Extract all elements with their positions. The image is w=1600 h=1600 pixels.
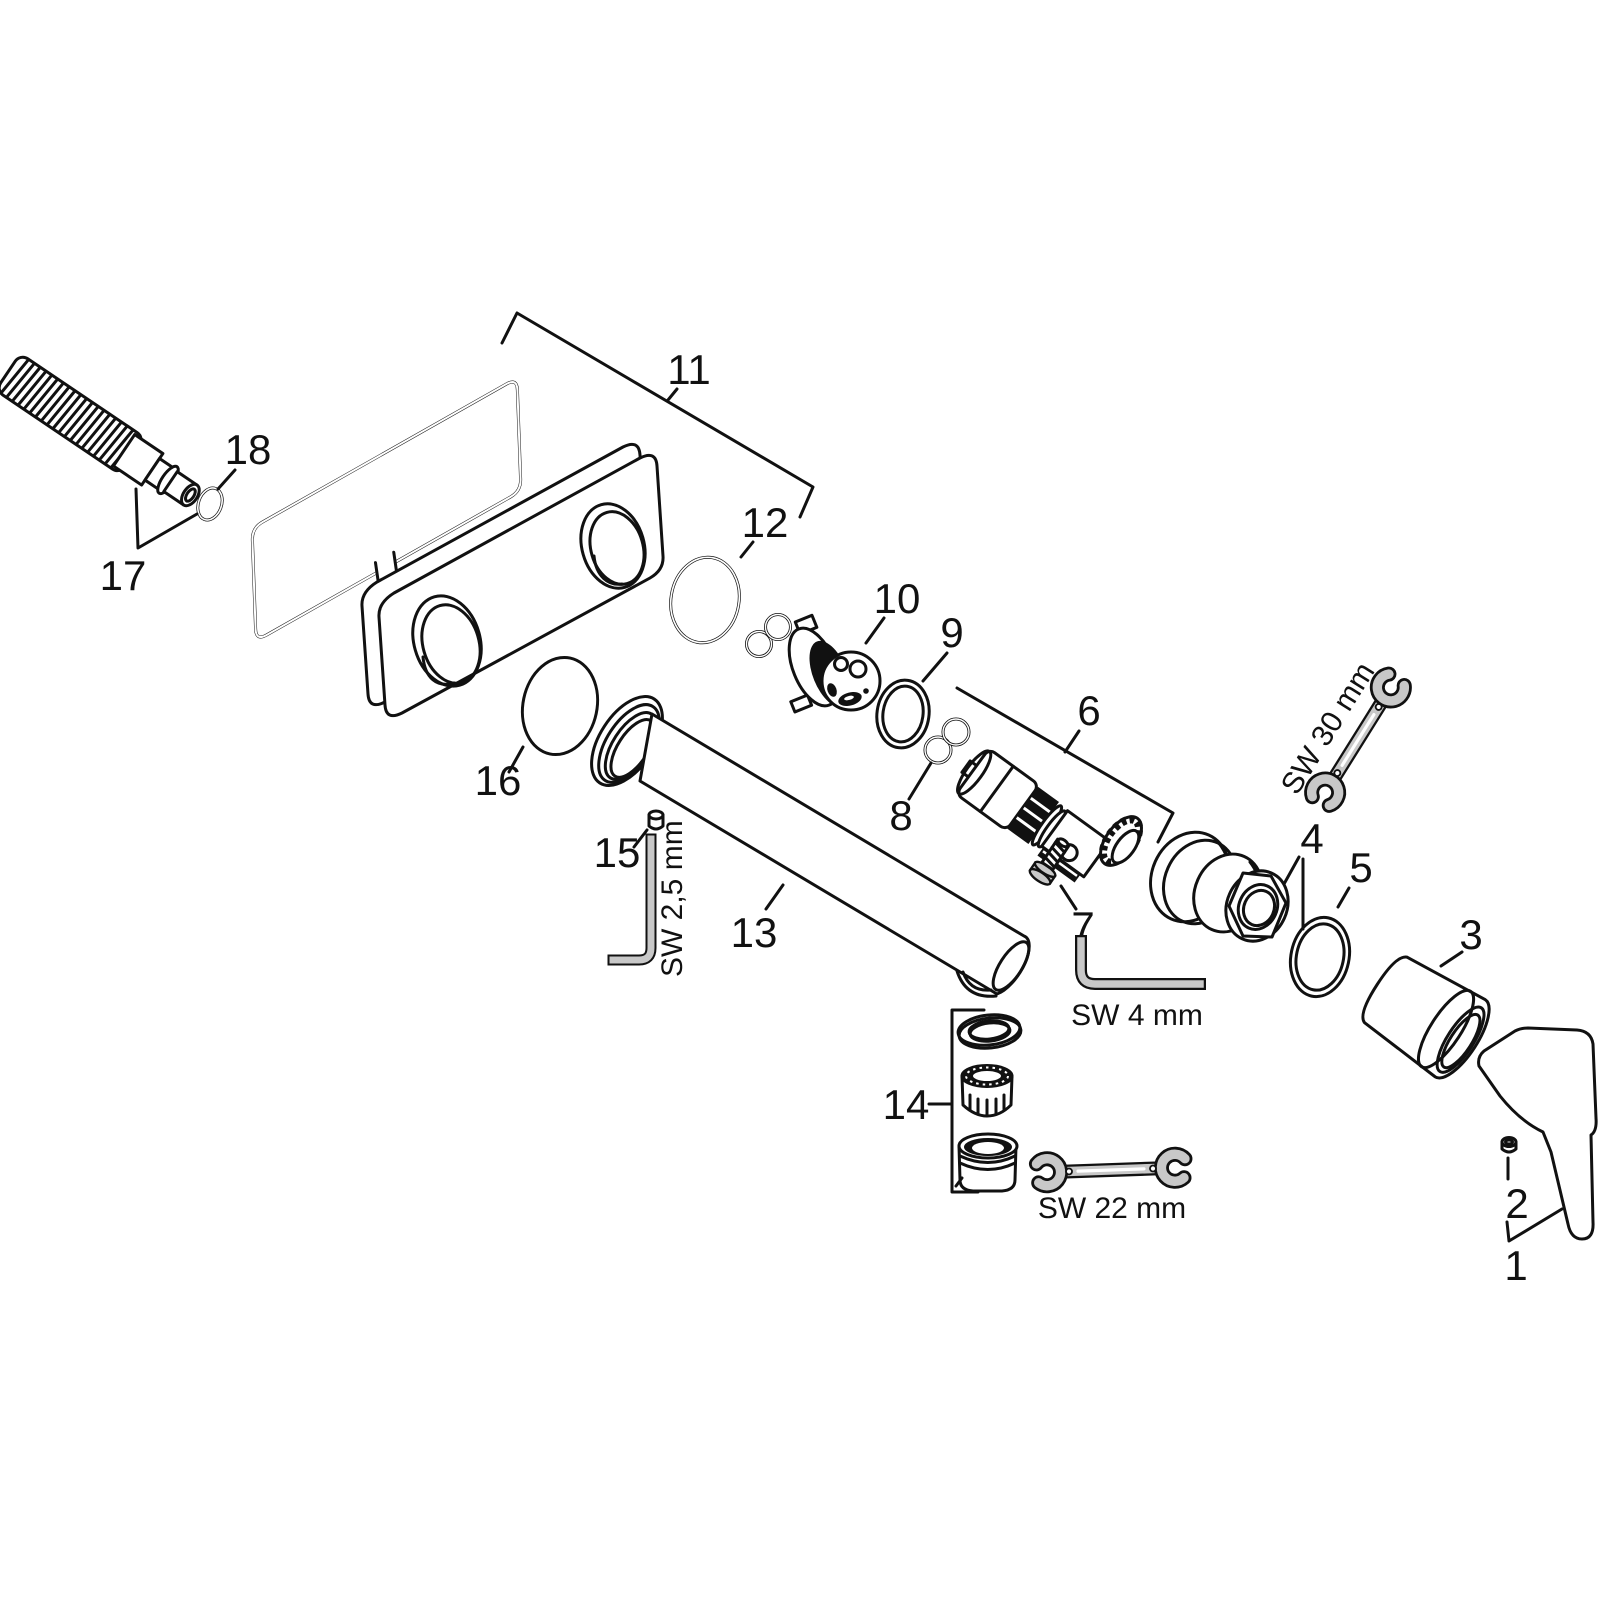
label-6: 6: [1077, 687, 1100, 734]
label-3: 3: [1459, 911, 1482, 958]
leader-18: [216, 468, 237, 491]
part-16-oval: [520, 655, 600, 757]
label-5: 5: [1349, 844, 1372, 891]
leader-17: [134, 487, 199, 550]
leader-6: [1063, 729, 1081, 754]
label-2: 2: [1505, 1180, 1528, 1227]
part-5-o-ring: [1288, 915, 1352, 999]
label-9: 9: [940, 609, 963, 656]
part-4-body: [1149, 830, 1290, 943]
leader-8: [907, 761, 933, 801]
aerator-shell: [954, 1132, 1019, 1193]
leader-12: [739, 540, 755, 559]
allen-key-4mm: [1075, 935, 1206, 990]
label-11: 11: [667, 346, 711, 393]
bracket-6: [955, 686, 1175, 844]
leader-13: [764, 883, 785, 911]
leader-7: [1059, 884, 1078, 911]
wrench-22mm: [1028, 1146, 1193, 1194]
aerator-washer: [956, 1013, 1023, 1050]
part-10-cartridge: [787, 613, 882, 714]
label-15: 15: [594, 829, 641, 876]
part-1-handle: [1477, 1026, 1598, 1241]
label-sw-4mm: SW 4 mm: [1071, 999, 1203, 1032]
bracket-14: [950, 1008, 986, 1194]
plate-hole-lower: [411, 594, 483, 688]
label-8: 8: [889, 792, 912, 839]
label-12: 12: [742, 499, 789, 546]
plate-hole-upper: [579, 502, 647, 590]
label-14: 14: [883, 1081, 930, 1128]
leader-16: [507, 745, 525, 774]
leader-1: [1505, 1207, 1564, 1243]
label-sw-2-5mm: SW 2,5 mm: [656, 820, 689, 977]
seal-pair-small: [745, 613, 792, 658]
part-14-aerator-set: [954, 1013, 1023, 1193]
leader-4a: [1282, 855, 1301, 886]
leader-9: [921, 651, 949, 683]
part-3-sleeve: [1361, 955, 1491, 1080]
part-13-spout: [590, 695, 1031, 998]
leader-11: [666, 387, 679, 402]
part-15-set-screw: [647, 809, 665, 831]
part-11-wall-plate: [360, 442, 665, 718]
aerator-insert: [960, 1064, 1014, 1118]
label-sw-22mm: SW 22 mm: [1038, 1192, 1186, 1225]
label-1: 1: [1504, 1242, 1527, 1289]
label-18: 18: [225, 426, 272, 473]
label-17: 17: [100, 552, 147, 599]
label-16: 16: [475, 757, 522, 804]
leader-15: [632, 828, 649, 849]
part-17-flexible-hose: [0, 355, 201, 508]
part-9-o-ring: [875, 678, 931, 750]
part-12-o-ring: [669, 555, 741, 645]
part-7-screw: [1028, 837, 1070, 886]
label-4: 4: [1300, 815, 1323, 862]
leader-3: [1439, 950, 1464, 968]
label-10: 10: [874, 575, 921, 622]
leader-10: [864, 616, 886, 645]
part-6-valve-assembly: [956, 749, 1144, 883]
label-13: 13: [731, 909, 778, 956]
part-18-o-ring: [196, 486, 224, 522]
bracket-11: [500, 311, 815, 519]
valve-nut: [1098, 815, 1144, 867]
part-2-screw: [1500, 1136, 1518, 1154]
leader-5: [1336, 886, 1351, 909]
part-8-seal-pair: [923, 717, 971, 765]
allen-key-2-5mm: [607, 833, 657, 966]
